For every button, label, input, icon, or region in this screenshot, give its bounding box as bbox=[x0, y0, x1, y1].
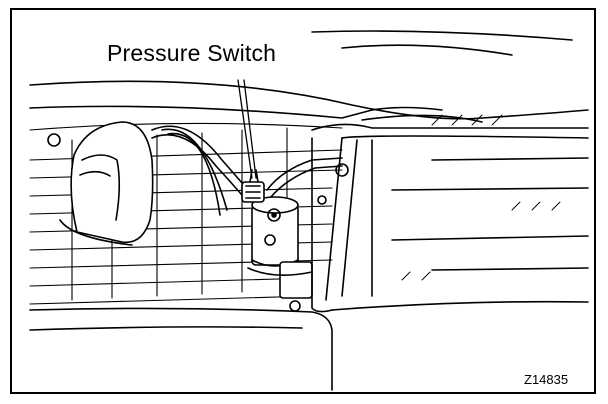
horn bbox=[47, 121, 154, 246]
figure-code: Z14835 bbox=[524, 372, 569, 387]
figure-frame: Pressure Switch Z14835 bbox=[10, 8, 596, 394]
shading-hatch bbox=[401, 114, 561, 281]
pressure-switch bbox=[241, 169, 265, 203]
headlight bbox=[311, 123, 589, 313]
pressure-switch-label: Pressure Switch bbox=[107, 40, 277, 66]
hood-outline bbox=[29, 30, 589, 123]
bumper-outline bbox=[29, 300, 589, 391]
engine-bay-drawing bbox=[29, 30, 589, 391]
receiver-dryer bbox=[247, 196, 313, 312]
callout-leader bbox=[237, 79, 257, 179]
